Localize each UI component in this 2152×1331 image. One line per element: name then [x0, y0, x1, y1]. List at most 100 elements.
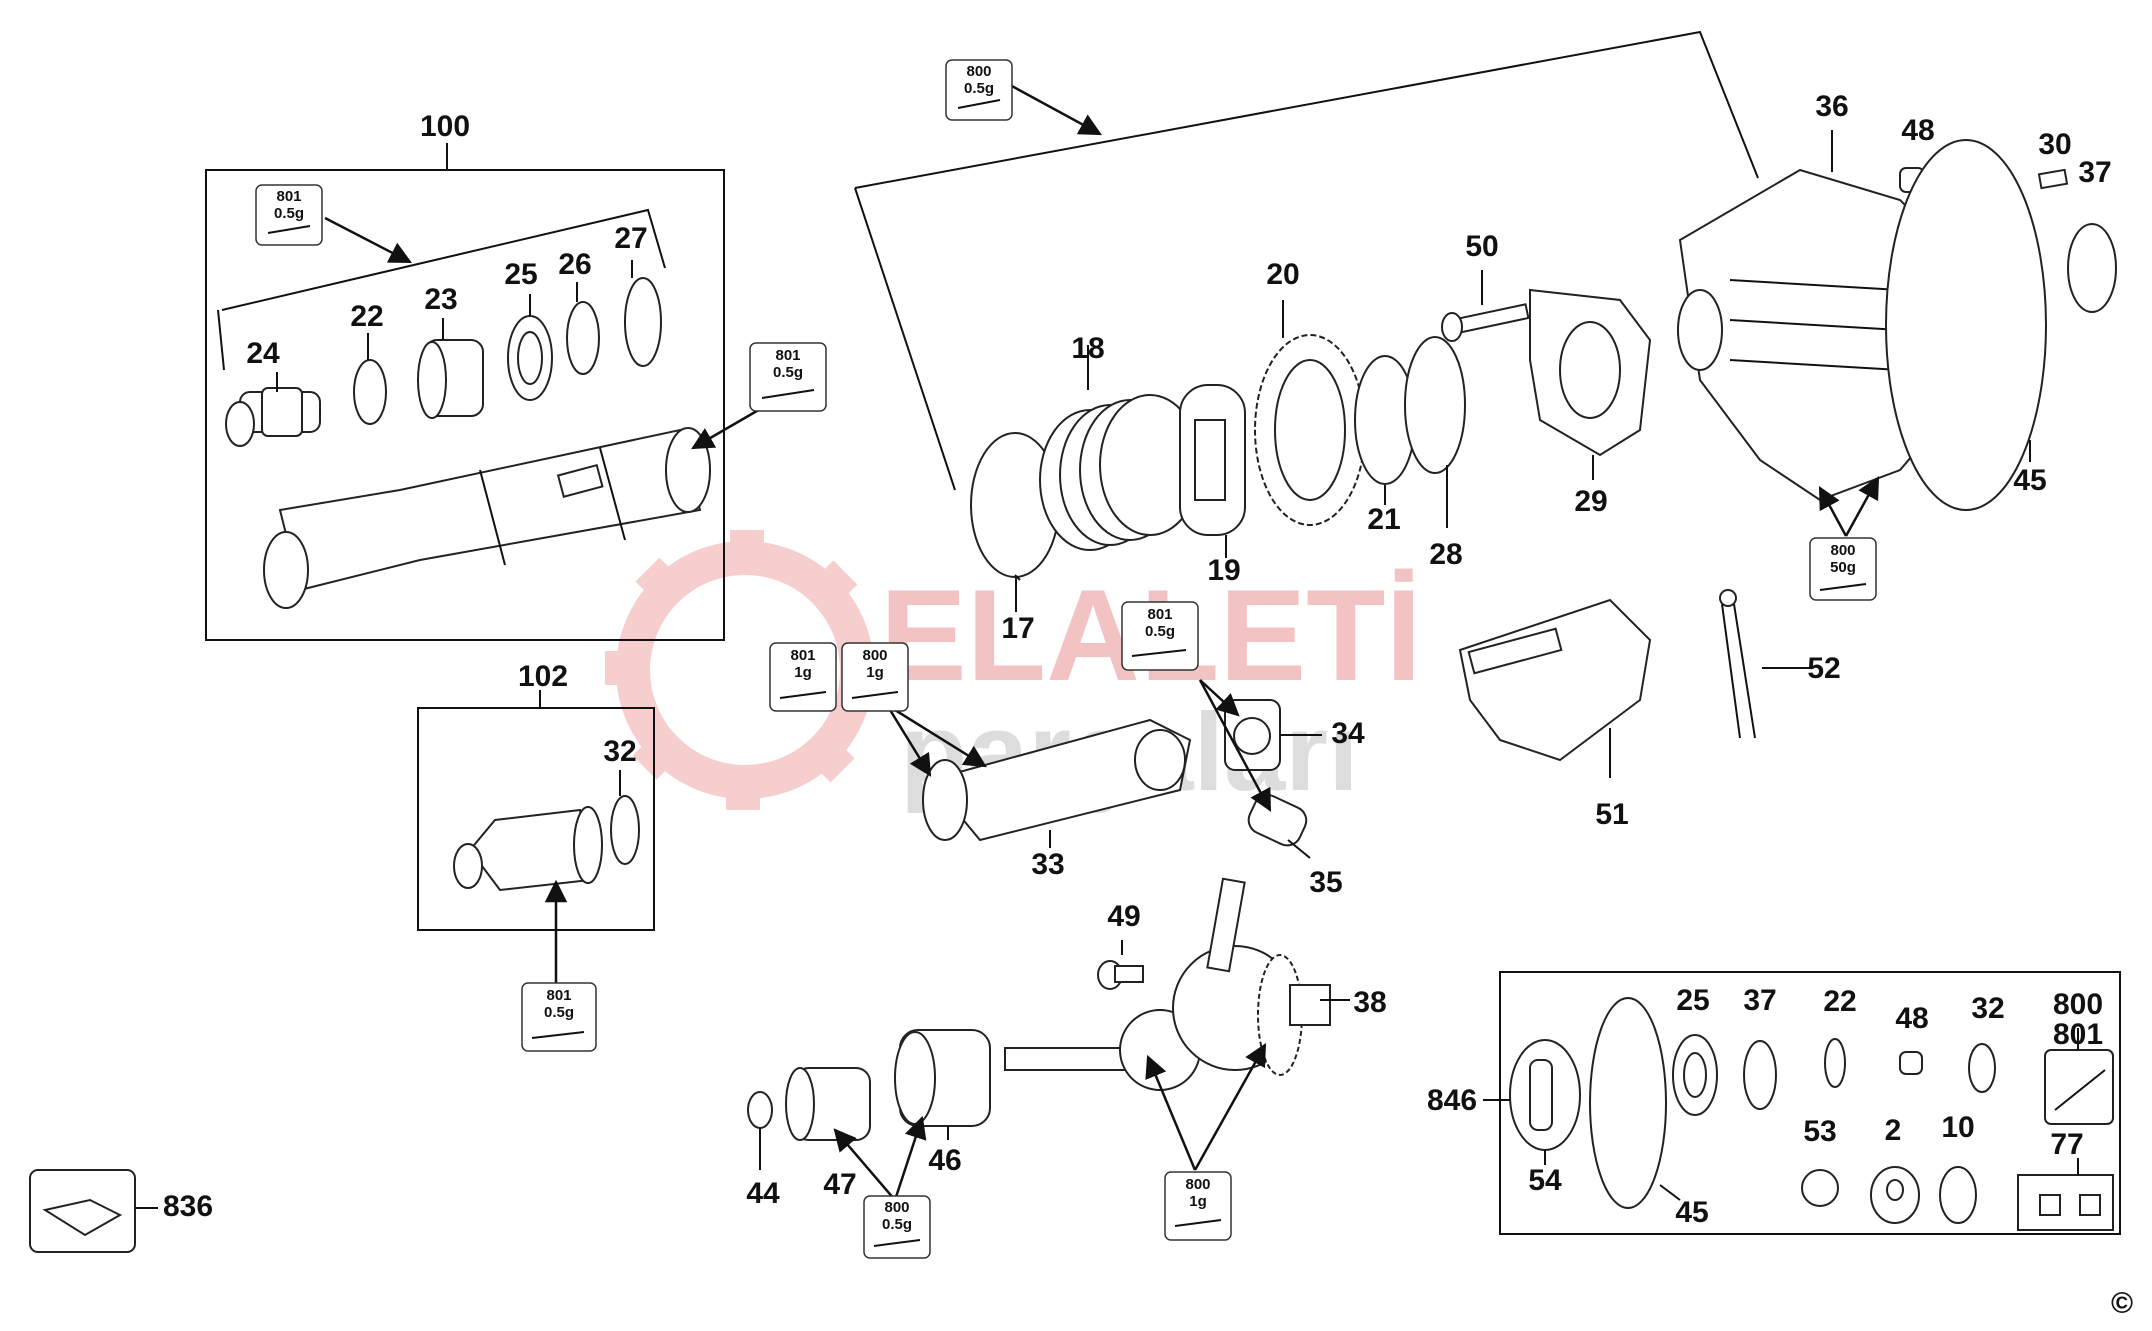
- part-53-ring: [1801, 1169, 1839, 1207]
- part-19-clutch: [1179, 384, 1246, 536]
- part-label-20: 20: [1266, 258, 1299, 291]
- grease-gun-icon: [873, 1239, 921, 1247]
- part-label-25: 25: [504, 258, 537, 291]
- grease-gun-icon: [1131, 649, 1187, 657]
- part-49-screw: [1097, 960, 1144, 990]
- part-46-sleeve: [894, 1029, 991, 1127]
- part-label-48-kit: 48: [1895, 1002, 1928, 1035]
- svg-text:1g: 1g: [866, 664, 884, 681]
- part-label-49: 49: [1107, 900, 1140, 933]
- part-label-10: 10: [1941, 1111, 1974, 1144]
- bracket-main-left: [854, 187, 956, 491]
- part-label-25-kit: 25: [1676, 984, 1709, 1017]
- part-label-32: 32: [603, 735, 636, 768]
- part-label-54: 54: [1528, 1164, 1562, 1197]
- lube-tag-2: 801 0.5g: [255, 184, 323, 246]
- part-10-ring: [1939, 1166, 1977, 1224]
- part-label-46: 46: [928, 1144, 961, 1177]
- part-labels: 100 24 22 23 25 26 27 102 32 18 17 19 20…: [163, 90, 2112, 1229]
- grease-gun-icon: [531, 1031, 585, 1039]
- grease-gun-icon: [851, 691, 899, 699]
- part-45a-oring: [1885, 139, 2047, 511]
- part-100-spindle: [263, 427, 711, 609]
- svg-text:50g: 50g: [1830, 559, 1856, 576]
- grease-gun-icon: [957, 99, 1001, 109]
- group-box-kit: [1499, 971, 2121, 1235]
- svg-text:800: 800: [1185, 1176, 1210, 1193]
- part-20-gear: [1254, 334, 1366, 526]
- lube-tag-7: 801 0.5g: [521, 982, 597, 1052]
- part-24-shape: [225, 387, 321, 447]
- part-label-38: 38: [1353, 986, 1386, 1019]
- part-label-36: 36: [1815, 90, 1848, 123]
- group-box-102: [417, 707, 655, 931]
- part-label-17: 17: [1001, 612, 1034, 645]
- svg-text:801: 801: [790, 647, 815, 664]
- grease-gun-icon: [779, 691, 827, 699]
- part-label-33: 33: [1031, 848, 1064, 881]
- part-label-24: 24: [246, 337, 280, 370]
- part-label-21: 21: [1367, 503, 1400, 536]
- lube-tag-4: 801 1g: [769, 642, 837, 712]
- part-23-shape: [417, 339, 484, 419]
- bracket-100-top: [221, 208, 666, 311]
- part-label-45-kit: 45: [1675, 1196, 1708, 1229]
- svg-text:800: 800: [1830, 542, 1855, 559]
- part-25a-bearing: [507, 315, 553, 401]
- svg-text:0.5g: 0.5g: [1145, 623, 1175, 640]
- part-label-45: 45: [2013, 464, 2046, 497]
- grease-gun-icon: [761, 389, 815, 399]
- grease-gun-icon: [267, 225, 311, 234]
- svg-text:0.5g: 0.5g: [882, 1216, 912, 1233]
- part-label-19: 19: [1207, 554, 1240, 587]
- part-label-800: 800: [2053, 988, 2103, 1021]
- svg-text:0.5g: 0.5g: [773, 364, 803, 381]
- svg-text:1g: 1g: [794, 664, 812, 681]
- grease-gun-icon: [1819, 583, 1867, 591]
- svg-text:801: 801: [1147, 606, 1172, 623]
- part-label-52: 52: [1807, 652, 1840, 685]
- bracket-100-left: [217, 309, 225, 371]
- part-label-53: 53: [1803, 1115, 1836, 1148]
- part-label-34: 34: [1331, 717, 1365, 750]
- svg-text:0.5g: 0.5g: [544, 1004, 574, 1021]
- lube-tag-9: 800 0.5g: [863, 1195, 931, 1259]
- part-label-48: 48: [1901, 114, 1934, 147]
- part-22b-ring: [1824, 1038, 1846, 1088]
- part-846-54-shape: [1509, 1039, 1581, 1151]
- part-label-29: 29: [1574, 485, 1607, 518]
- part-label-32-kit: 32: [1971, 992, 2004, 1025]
- part-label-26: 26: [558, 248, 591, 281]
- svg-text:800: 800: [884, 1199, 909, 1216]
- part-52-spring-clip: [1719, 589, 1756, 739]
- part-label-22-kit: 22: [1823, 985, 1856, 1018]
- svg-text:800: 800: [862, 647, 887, 664]
- svg-text:0.5g: 0.5g: [274, 205, 304, 222]
- part-label-28: 28: [1429, 538, 1462, 571]
- part-label-22: 22: [350, 300, 383, 333]
- part-label-27: 27: [614, 222, 647, 255]
- part-50-screw: [1441, 303, 1530, 342]
- part-label-100: 100: [420, 110, 470, 143]
- part-25b-bearing: [1672, 1034, 1718, 1116]
- svg-text:0.5g: 0.5g: [964, 80, 994, 97]
- part-33-tube: [922, 718, 1192, 842]
- svg-text:1g: 1g: [1189, 1193, 1207, 1210]
- part-28-ring: [1404, 336, 1466, 474]
- part-2-cap: [1870, 1166, 1920, 1224]
- part-32a-ring: [610, 795, 640, 865]
- svg-text:800: 800: [966, 63, 991, 80]
- part-label-51: 51: [1595, 798, 1628, 831]
- part-label-44: 44: [746, 1177, 780, 1210]
- bracket-main-top: [854, 30, 1759, 189]
- part-30-key: [2037, 168, 2069, 190]
- part-label-47: 47: [823, 1168, 856, 1201]
- part-800-801-grease-icon: [2044, 1049, 2114, 1125]
- svg-text:801: 801: [546, 987, 571, 1004]
- lube-tag-10: 800 1g: [1164, 1171, 1232, 1241]
- part-47-collet: [785, 1067, 871, 1141]
- part-26-washer: [566, 301, 600, 375]
- part-label-846: 846: [1427, 1084, 1477, 1117]
- part-836-tool: [29, 1169, 136, 1253]
